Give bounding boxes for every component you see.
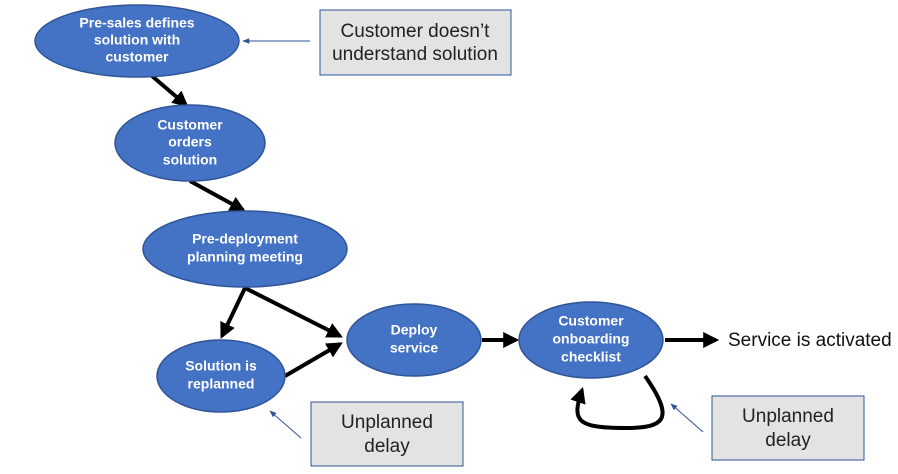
- node-replanned-line-2: replanned: [188, 376, 255, 392]
- node-deploy-line-1: Deploy: [391, 322, 438, 338]
- arrow-planning-to-replanned: [220, 287, 247, 339]
- callout-delay2-line-2: delay: [765, 430, 811, 451]
- callout-pointers: [242, 38, 704, 439]
- callout-understand: Customer doesn’t understand solution: [319, 9, 512, 76]
- node-replanned-shape: [156, 339, 286, 413]
- node-orders-line-3: solution: [163, 152, 217, 168]
- node-replanned: Solution is replanned: [156, 339, 286, 413]
- node-onboarding-line-1: Customer: [558, 313, 624, 329]
- callout-delay1-line-2: delay: [364, 436, 410, 457]
- node-presales-shape: [34, 4, 240, 78]
- node-presales: Pre-sales defines solution with customer: [34, 4, 240, 78]
- node-onboarding-line-2: onboarding: [553, 331, 630, 347]
- node-orders-line-1: Customer: [157, 117, 223, 133]
- node-replanned-line-1: Solution is: [185, 358, 257, 374]
- node-onboarding: Customer onboarding checklist: [518, 301, 664, 379]
- node-planning-shape: [142, 210, 348, 288]
- callout-delay2-box: [711, 395, 865, 461]
- callout-understand-line-2: understand solution: [332, 44, 498, 65]
- node-planning-line-1: Pre-deployment: [192, 231, 298, 247]
- node-orders-shape: [114, 104, 266, 182]
- callout-understand-line-1: Customer doesn’t: [341, 21, 491, 42]
- arrow-planning-to-deploy: [244, 286, 343, 338]
- flow-arrows: [150, 74, 720, 431]
- node-presales-line-3: customer: [105, 49, 169, 65]
- callout-delay1-box: [310, 401, 464, 467]
- callout-delay2-line-1: Unplanned: [742, 406, 834, 427]
- node-deploy: Deploy service: [346, 303, 482, 377]
- node-presales-line-1: Pre-sales defines: [79, 15, 194, 31]
- node-planning-line-2: planning meeting: [187, 249, 303, 265]
- callout-delay1: Unplanned delay: [310, 401, 464, 467]
- arrow-replanned-to-deploy: [283, 342, 343, 378]
- callout-delay2: Unplanned delay: [711, 395, 865, 461]
- node-onboarding-shape: [518, 301, 664, 379]
- arrow-orders-to-planning: [189, 179, 246, 212]
- callout-delay1-line-1: Unplanned: [341, 412, 433, 433]
- node-onboarding-line-3: checklist: [561, 349, 621, 365]
- node-presales-line-2: solution with: [94, 32, 180, 48]
- node-deploy-shape: [346, 303, 482, 377]
- pointer-delay1: [269, 410, 302, 439]
- outcome-label: Service is activated: [728, 330, 892, 351]
- node-deploy-line-2: service: [390, 340, 438, 356]
- node-orders-line-2: orders: [168, 134, 212, 150]
- pointer-delay2: [670, 403, 704, 433]
- arrow-presales-to-orders: [150, 74, 189, 108]
- callout-understand-box: [319, 9, 512, 76]
- node-planning: Pre-deployment planning meeting: [142, 210, 348, 288]
- loop-arrow-onboarding: [570, 374, 665, 431]
- node-orders: Customer orders solution: [114, 104, 266, 182]
